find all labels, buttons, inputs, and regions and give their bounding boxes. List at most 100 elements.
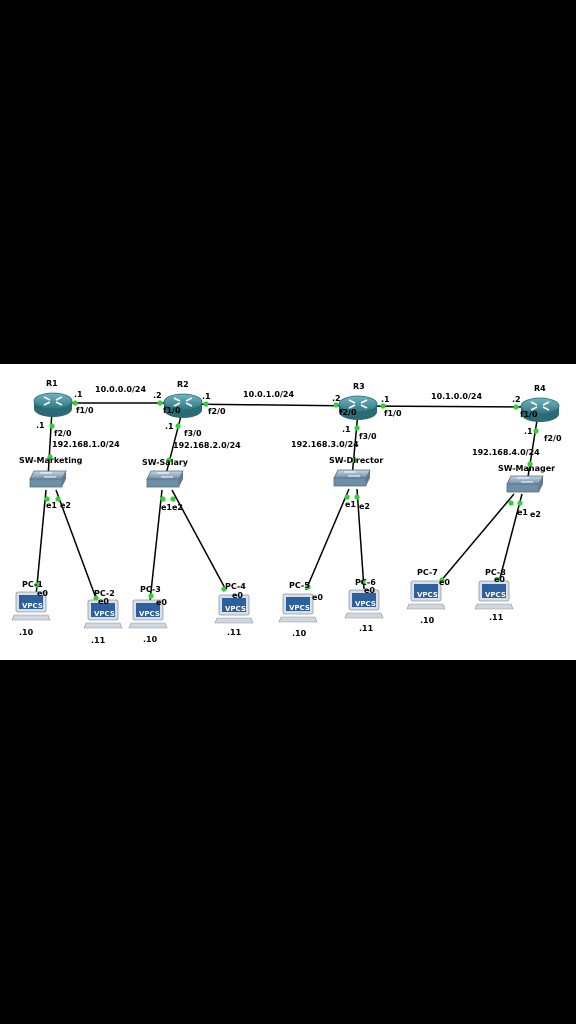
- router-label: R4: [534, 384, 546, 393]
- vpcs-badge: VPCS: [289, 604, 310, 612]
- link-r2-r3: [182, 403, 359, 407]
- port-label: e0: [98, 597, 109, 606]
- ip-label: .1: [381, 395, 390, 404]
- pc-3[interactable]: VPCS: [128, 599, 168, 629]
- port-label: e1: [46, 501, 57, 510]
- pc-8[interactable]: VPCS: [474, 580, 514, 610]
- host-address: .11: [489, 613, 504, 622]
- pc-label: PC-6: [355, 578, 376, 587]
- pc-label: PC-7: [417, 568, 438, 577]
- links: [35, 402, 541, 602]
- switch-sw4[interactable]: [506, 475, 544, 493]
- switch-sw2[interactable]: [146, 470, 184, 488]
- port-label: e1: [161, 503, 172, 512]
- host-address: .10: [143, 635, 158, 644]
- port-dot: [354, 425, 360, 431]
- ip-label: .2: [153, 391, 162, 400]
- pc-5[interactable]: VPCS: [278, 593, 318, 623]
- switch-icon: [29, 470, 67, 488]
- pc-label: PC-8: [485, 568, 506, 577]
- interface-label: f1/0: [520, 410, 538, 419]
- subnet-label: 192.168.2.0/24: [173, 441, 241, 450]
- link-r3-r4: [357, 405, 541, 408]
- link-sw3-pc6: [356, 488, 365, 590]
- pc-7[interactable]: VPCS: [406, 580, 446, 610]
- pc-label: PC-5: [289, 581, 310, 590]
- interface-label: f1/0: [76, 406, 94, 415]
- link-r1-sw1: [47, 409, 53, 479]
- vpcs-badge: VPCS: [225, 605, 246, 613]
- switch-icon: [506, 475, 544, 493]
- port-label: e0: [312, 593, 323, 602]
- ip-label: .1: [342, 425, 351, 434]
- interface-label: f3/0: [184, 429, 202, 438]
- port-dot: [527, 461, 533, 467]
- ip-label: .1: [202, 392, 211, 401]
- ip-label: .2: [512, 395, 521, 404]
- link-sw2-pc3: [149, 489, 163, 602]
- port-dot: [72, 400, 78, 406]
- port-dot: [221, 586, 227, 592]
- host-address: .10: [292, 629, 307, 638]
- ip-label: .2: [332, 394, 341, 403]
- pc-2[interactable]: VPCS: [83, 599, 123, 629]
- vpcs-badge: VPCS: [139, 610, 160, 618]
- device-labels: R1 R2 R3 R4 SW-Marketing SW-Salary SW-Di…: [19, 379, 555, 598]
- port-dot: [360, 579, 366, 585]
- port-dot: [55, 496, 61, 502]
- ip-label: .1: [524, 427, 533, 436]
- router-icon: [33, 392, 73, 418]
- port-dot: [49, 423, 55, 429]
- link-r4-sw4: [526, 413, 539, 484]
- port-dot: [533, 428, 539, 434]
- subnet-label: 192.168.4.0/24: [472, 448, 540, 457]
- subnet-label: 10.0.1.0/24: [243, 390, 294, 399]
- switch-label: SW-Marketing: [19, 456, 83, 465]
- pc-1[interactable]: VPCS: [11, 591, 51, 621]
- ip-label: .1: [36, 421, 45, 430]
- port-dot: [513, 404, 519, 410]
- port-dot: [175, 423, 181, 429]
- port-label: e2: [172, 503, 183, 512]
- pc-4[interactable]: VPCS: [214, 594, 254, 624]
- switch-icon: [333, 469, 371, 487]
- port-dot: [508, 500, 514, 506]
- switch-sw3[interactable]: [333, 469, 371, 487]
- ip-label: .1: [74, 390, 83, 399]
- vpcs-badge: VPCS: [22, 602, 43, 610]
- host-address: .10: [420, 616, 435, 625]
- port-dot: [351, 457, 357, 463]
- port-label: e2: [530, 510, 541, 519]
- port-dot: [166, 457, 172, 463]
- subnet-label: 10.1.0.0/24: [431, 392, 482, 401]
- port-dot: [344, 494, 350, 500]
- port-label: e0: [37, 589, 48, 598]
- interface-label: f1/0: [384, 409, 402, 418]
- port-dot: [44, 496, 50, 502]
- port-label: e0: [439, 578, 450, 587]
- port-label: e0: [494, 575, 505, 584]
- link-sw4-pc7: [439, 493, 515, 583]
- link-sw3-pc5: [305, 488, 350, 591]
- router-r1[interactable]: [33, 392, 73, 418]
- port-dots: [34, 400, 539, 601]
- subnet-labels: 10.0.0.0/24 10.0.1.0/24 10.1.0.0/24 192.…: [52, 385, 540, 457]
- vpcs-badge: VPCS: [94, 610, 115, 618]
- port-dot: [157, 400, 163, 406]
- switch-label: SW-Manager: [498, 464, 555, 473]
- vpcs-badge: VPCS: [417, 591, 438, 599]
- pc-label: PC-2: [94, 589, 115, 598]
- pc-6[interactable]: VPCS: [344, 589, 384, 619]
- vpcs-badge: VPCS: [355, 600, 376, 608]
- port-label: e0: [156, 598, 167, 607]
- port-label: e0: [232, 591, 243, 600]
- port-dot: [203, 401, 209, 407]
- pc-label: PC-4: [225, 582, 246, 591]
- switch-sw1[interactable]: [29, 470, 67, 488]
- link-sw1-pc1: [35, 489, 47, 597]
- interface-label: f1/0: [163, 406, 181, 415]
- switch-label: SW-Director: [329, 456, 383, 465]
- port-dot: [47, 454, 53, 460]
- host-address-labels: .10 .11 .10 .11 .10 .11 .10 .11: [19, 613, 504, 645]
